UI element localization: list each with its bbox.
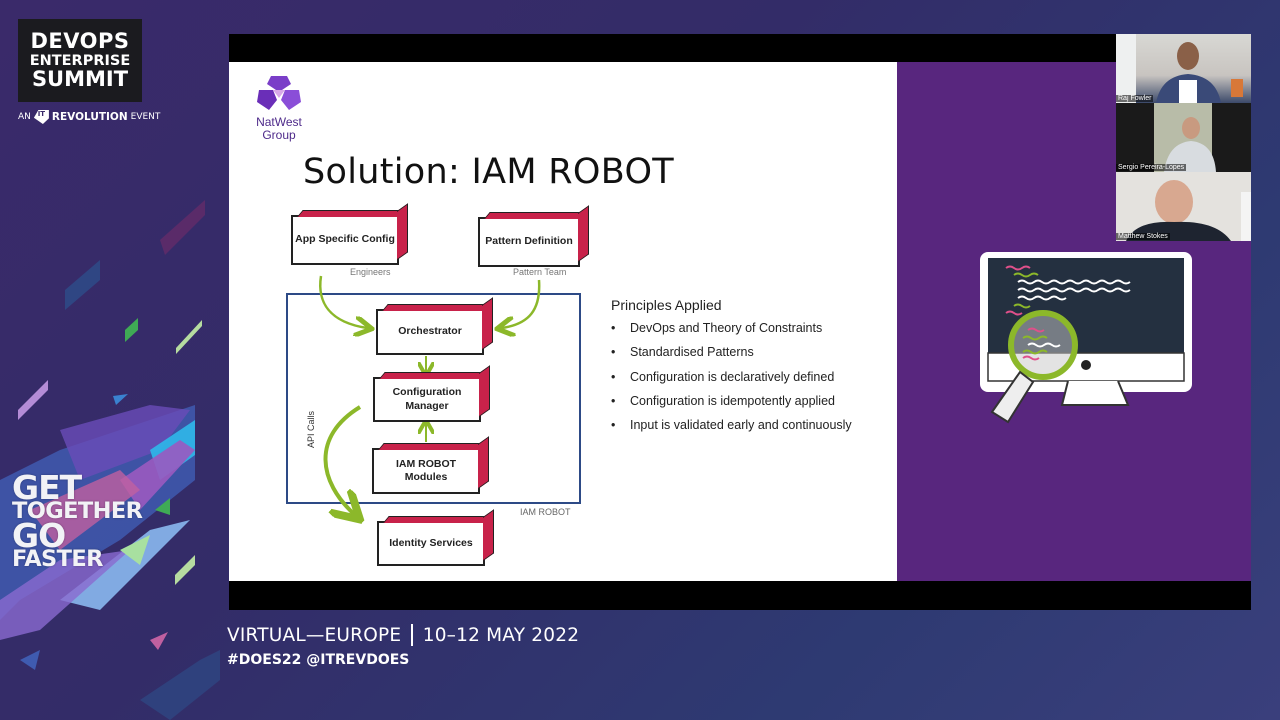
principle-item: •DevOps and Theory of Constraints — [611, 321, 823, 335]
logo-line-2: ENTERPRISE — [29, 52, 131, 69]
tagline-line-2: TOGETHER — [12, 498, 143, 525]
principle-item: •Configuration is declaratively defined — [611, 369, 835, 384]
iam-robot-boundary — [286, 293, 581, 504]
slide-title: Solution: IAM ROBOT — [303, 152, 674, 192]
divider — [411, 624, 413, 646]
monitor-magnifier-illustration — [980, 252, 1192, 424]
natwest-cube-icon — [257, 76, 301, 110]
event-location: VIRTUAL—EUROPE — [227, 624, 402, 646]
decorative-shard-art — [0, 200, 220, 720]
arrow-pattern-team-to-orchestrator — [502, 279, 541, 328]
natwest-logo-line-2: Group — [262, 128, 296, 142]
participant-tile[interactable]: Matthew Stokes — [1116, 172, 1251, 241]
video-letterbox-bottom — [229, 581, 1251, 610]
principle-item: •Input is validated early and continuous… — [611, 418, 852, 433]
label-pattern-team: Pattern Team — [513, 267, 567, 277]
logo-line-1: DEVOPS — [30, 28, 130, 53]
event-tagline: GET TOGETHER GO FASTER — [12, 468, 143, 573]
box-identity-services: Identity Services — [377, 521, 485, 566]
organizer-suffix: EVENT — [130, 112, 161, 122]
organizer-logo: AN IT REVOLUTION EVENT — [18, 110, 160, 124]
principles-list: Principles Applied •DevOps and Theory of… — [611, 297, 852, 442]
arrow-engineers-to-orchestrator — [319, 275, 367, 328]
event-info: VIRTUAL—EUROPE 10–12 MAY 2022 — [227, 624, 579, 646]
it-revolution-icon: IT — [33, 110, 49, 124]
arrow-api-calls — [323, 405, 360, 514]
participant-name: Matthew Stokes — [1116, 233, 1170, 240]
participant-tile[interactable]: Sergio Pereira-Lopes — [1116, 103, 1251, 172]
participant-name: Raj Fowler — [1116, 95, 1154, 102]
diagram-arrows — [319, 275, 541, 581]
participant-video — [1116, 34, 1243, 103]
box-app-specific-config: App Specific Config — [291, 215, 399, 265]
label-iam-robot-frame: IAM ROBOT — [520, 507, 571, 517]
label-api-calls: API Calls — [306, 410, 316, 448]
participant-name: Sergio Pereira-Lopes — [1116, 164, 1187, 171]
box-iam-robot-modules: IAM ROBOT Modules — [372, 448, 480, 494]
event-hashtags: #DOES22 @ITREVDOES — [227, 652, 410, 668]
participant-video — [1154, 103, 1216, 172]
event-dates: 10–12 MAY 2022 — [422, 624, 580, 646]
label-engineers: Engineers — [350, 267, 391, 277]
principle-item: •Standardised Patterns — [611, 345, 754, 360]
organizer-prefix: AN — [18, 112, 31, 122]
box-pattern-definition: Pattern Definition — [478, 217, 580, 267]
tagline-line-3: GO — [12, 515, 66, 555]
box-configuration-manager: Configuration Manager — [373, 377, 481, 422]
principle-item: •Configuration is idempotently applied — [611, 393, 835, 408]
natwest-logo: NatWest Group — [255, 76, 303, 141]
participant-video — [1126, 180, 1251, 241]
tagline-line-4: FASTER — [12, 546, 103, 573]
participant-tile[interactable]: Raj Fowler — [1116, 34, 1251, 103]
logo-line-3: SUMMIT — [31, 67, 129, 92]
principles-heading: Principles Applied — [611, 297, 722, 313]
box-orchestrator: Orchestrator — [376, 309, 484, 355]
devops-summit-logo: DEVOPS ENTERPRISE SUMMIT — [18, 19, 142, 102]
natwest-logo-line-1: NatWest — [256, 115, 302, 129]
organizer-name: REVOLUTION — [51, 111, 128, 123]
presentation-slide: NatWest Group Solution: IAM ROBOT App Sp… — [229, 62, 897, 581]
tagline-line-1: GET — [12, 468, 82, 507]
